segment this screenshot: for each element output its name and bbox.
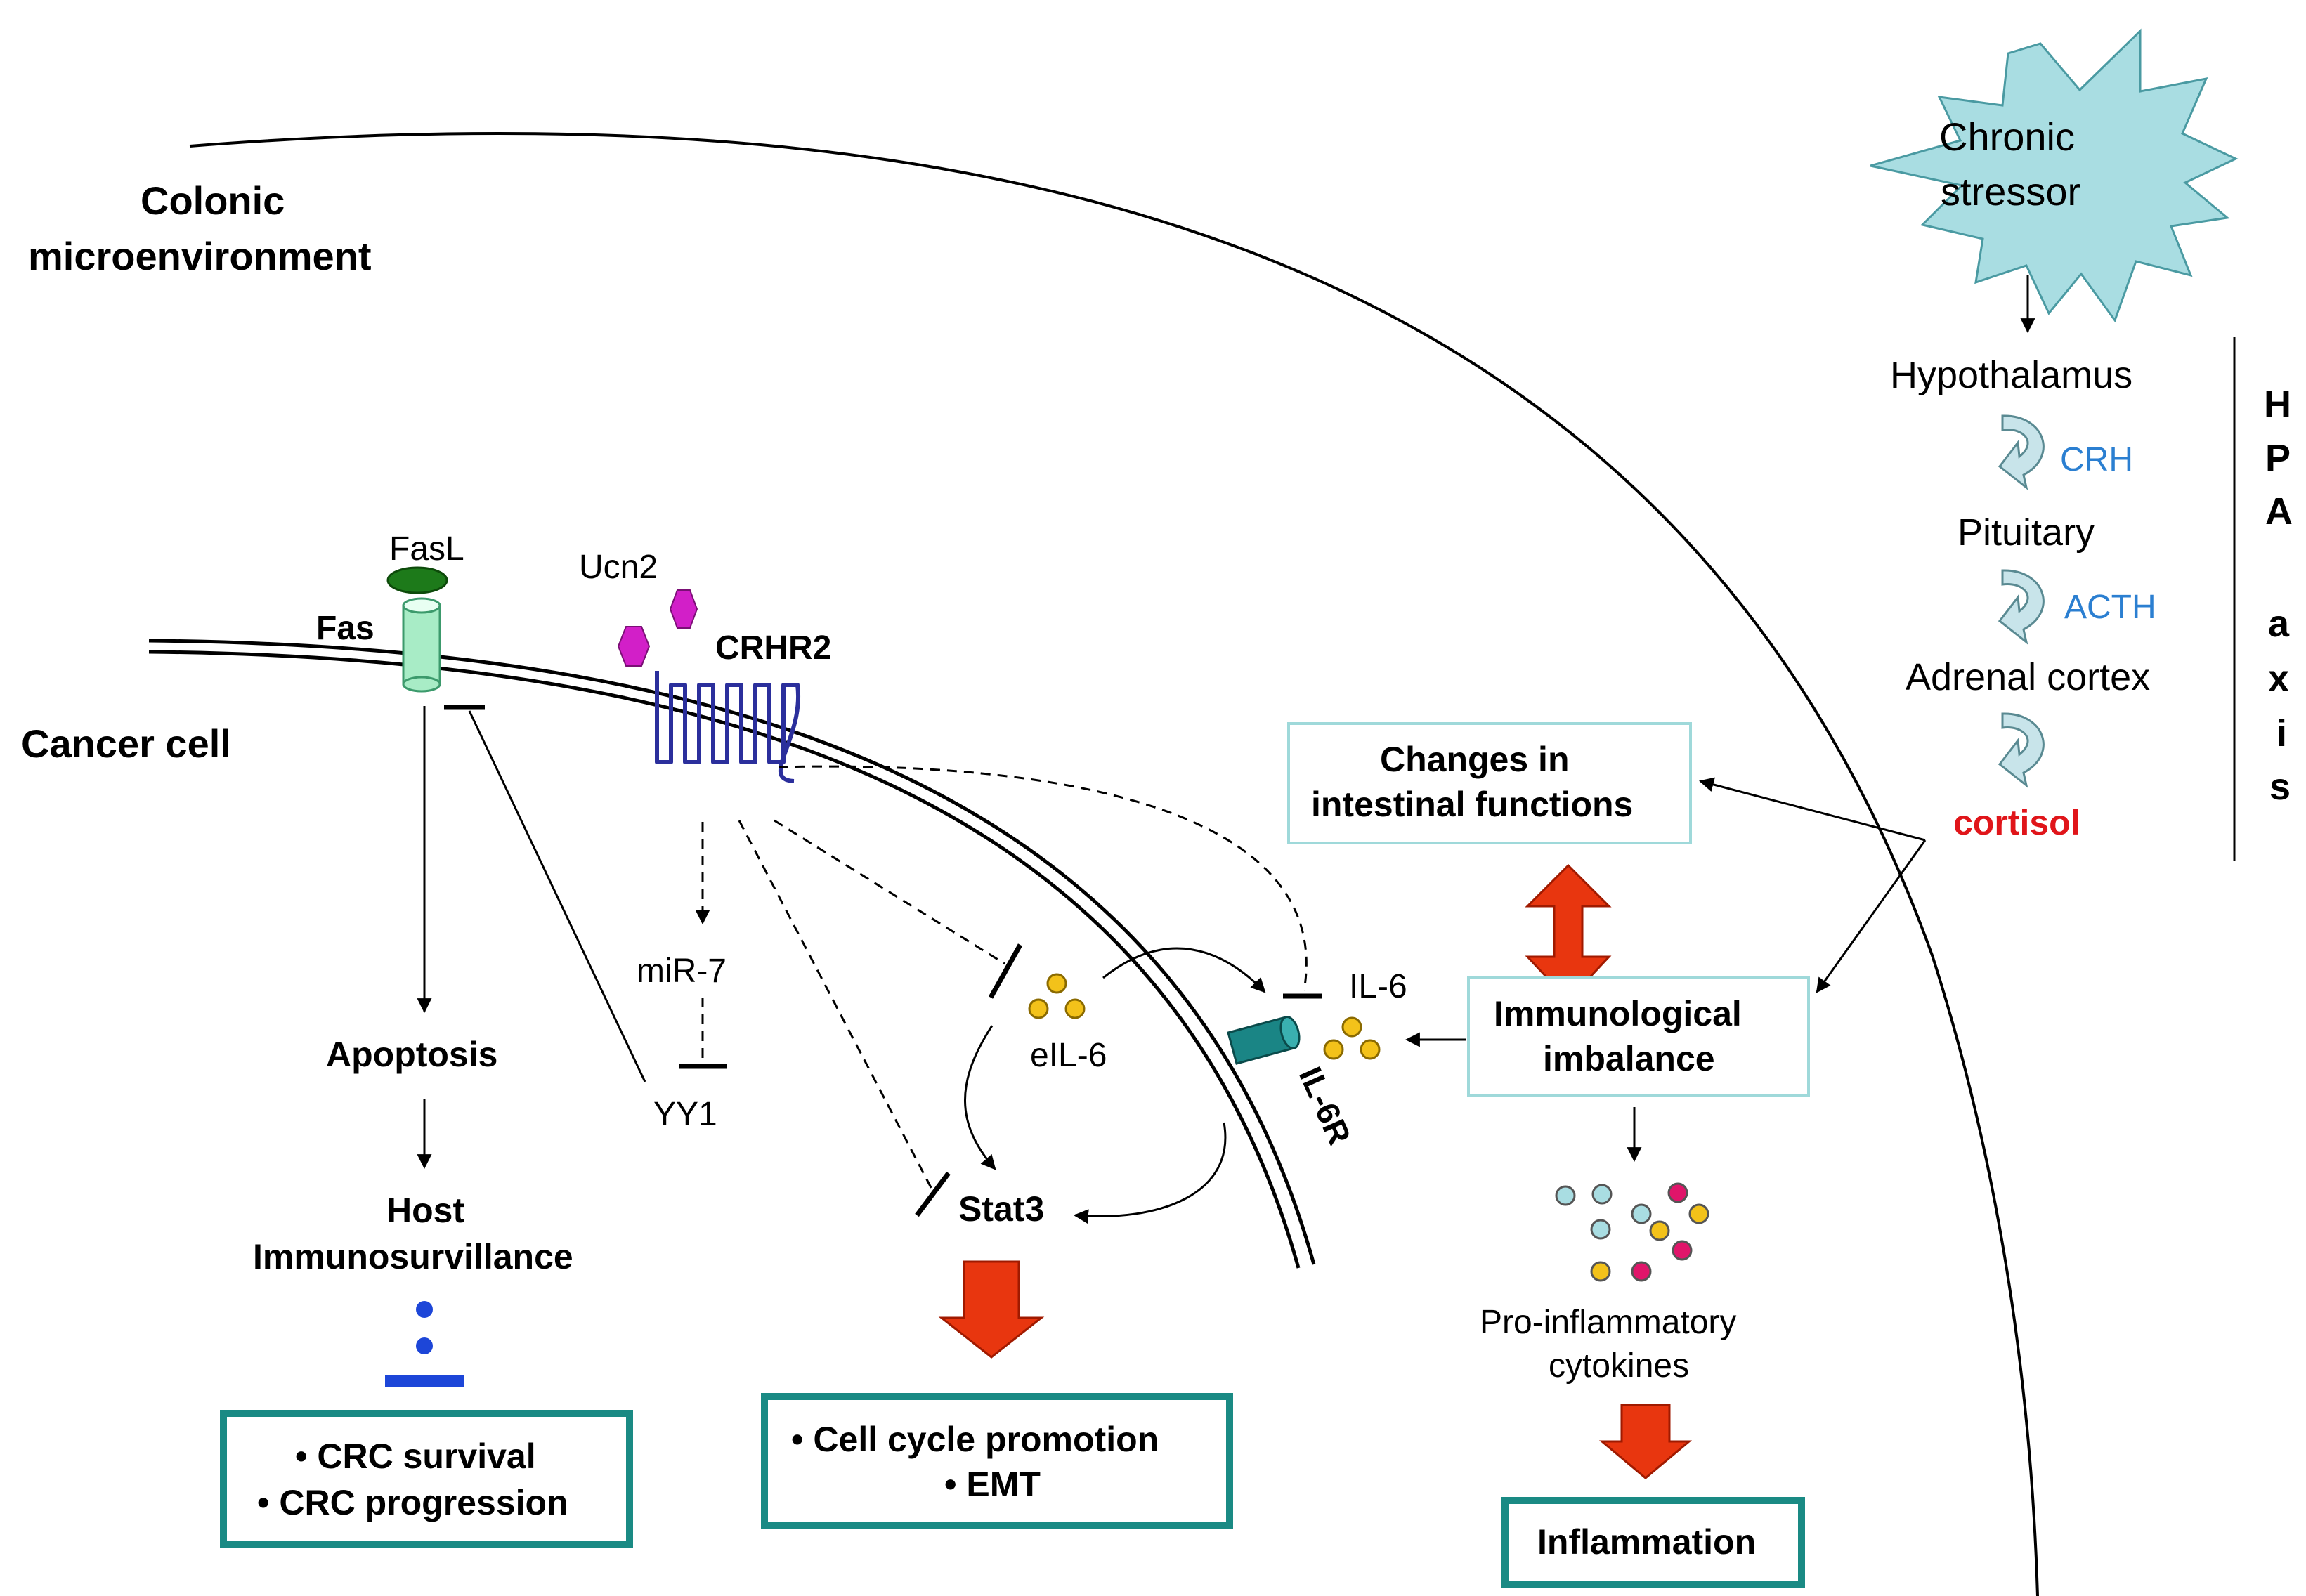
blue-inhibit-bar [385,1375,464,1387]
il6-label: IL-6 [1349,968,1407,1005]
ucn2-label: Ucn2 [579,549,658,586]
svg-text:s: s [2269,766,2291,808]
curve-arrow-3 [1998,712,2045,788]
svg-text:A: A [2265,490,2293,532]
inhibit-bar-stat3 [915,1171,951,1217]
curve-arrow-1 [1998,414,2045,490]
dashed-crhr2-stat3 [738,820,936,1195]
crc-progression-text: • CRC progression [257,1483,568,1522]
apoptosis-label: Apoptosis [326,1035,497,1074]
arrow-eil6-stat3 [964,1025,996,1170]
arrow-cortisol-changes [1698,777,1926,842]
proinflammatory-line1: Pro-inflammatory [1480,1304,1736,1341]
curve-arrow-2 [1998,569,2045,645]
hypothalamus-label: Hypothalamus [1890,354,2132,396]
blue-dot-1 [416,1301,433,1318]
il6-dots [1323,1016,1381,1060]
cytokine-dots [1555,1182,1709,1282]
svg-text:x: x [2268,658,2289,700]
red-arrow-inflammation [1598,1404,1693,1479]
immunosurvillance-label: Immunosurvillance [253,1237,573,1276]
fas-label: Fas [316,610,374,647]
crc-box [220,1410,633,1548]
microenvironment-label: microenvironment [28,234,372,278]
eil6-dots [1028,973,1086,1019]
cell-membrane [148,639,1316,1269]
fasl-label: FasL [389,530,464,568]
cellcycle-box [761,1393,1233,1529]
stressor-label: stressor [1941,169,2080,214]
pituitary-label: Pituitary [1958,511,2095,554]
ucn2-peptide-2 [617,626,651,667]
chronic-stressor-star [1870,28,2239,323]
dashed-crhr2-eil6 [774,819,1005,965]
immuno-box [1467,976,1810,1097]
crh-label: CRH [2060,441,2133,478]
inflammation-text: Inflammation [1537,1522,1756,1562]
acth-label: ACTH [2064,589,2156,626]
colonic-label: Colonic [141,178,285,223]
stat3-label: Stat3 [958,1189,1044,1229]
mir7-label: miR-7 [637,953,727,990]
changes-line1: Changes in [1380,740,1569,779]
svg-text:H: H [2264,384,2291,426]
emt-text: • EMT [944,1465,1041,1504]
host-label: Host [386,1191,464,1230]
fas-receptor [402,597,441,693]
svg-text:P: P [2265,437,2291,479]
arrow-il6r-stat3 [1073,1122,1227,1224]
il6r-label: IL-6R [1292,1061,1358,1150]
proinflammatory-line2: cytokines [1549,1347,1689,1385]
red-arrow-stat3 [938,1260,1045,1359]
arrow-cortisol-immuno [1816,839,1927,993]
il6r-receptor [1227,1016,1301,1065]
dashed-crhr2-il6 [778,765,1308,991]
ucn2-peptide-1 [669,589,698,629]
inhibit-yy1-fas [468,710,646,1082]
cancer-cell-label: Cancer cell [21,721,231,766]
svg-text:i: i [2276,712,2287,754]
crhr2-label: CRHR2 [715,629,831,667]
red-double-arrow [1525,863,1612,1002]
hpa-axis-letters: H P A a x i s [2264,384,2293,808]
crc-survival-text: • CRC survival [295,1437,536,1476]
immuno-line1: Immunological [1494,994,1742,1033]
cellcycle-text: • Cell cycle promotion [791,1420,1159,1459]
chronic-label: Chronic [1939,115,2075,159]
changes-box [1287,722,1692,844]
colonic-boundary [189,132,2039,1596]
inhibit-bar-eil6 [988,943,1023,999]
immuno-line2: imbalance [1543,1039,1715,1078]
svg-text:a: a [2268,603,2290,645]
arrow-eil6-il6r [1102,947,1266,993]
yy1-label: YY1 [653,1096,717,1133]
inflammation-box [1501,1497,1805,1588]
eil6-label: eIL-6 [1030,1037,1107,1074]
blue-dot-2 [416,1337,433,1354]
adrenal-label: Adrenal cortex [1906,656,2150,698]
fasl-ligand [386,566,448,594]
cortisol-label: cortisol [1953,803,2080,842]
changes-line2: intestinal functions [1311,785,1633,824]
